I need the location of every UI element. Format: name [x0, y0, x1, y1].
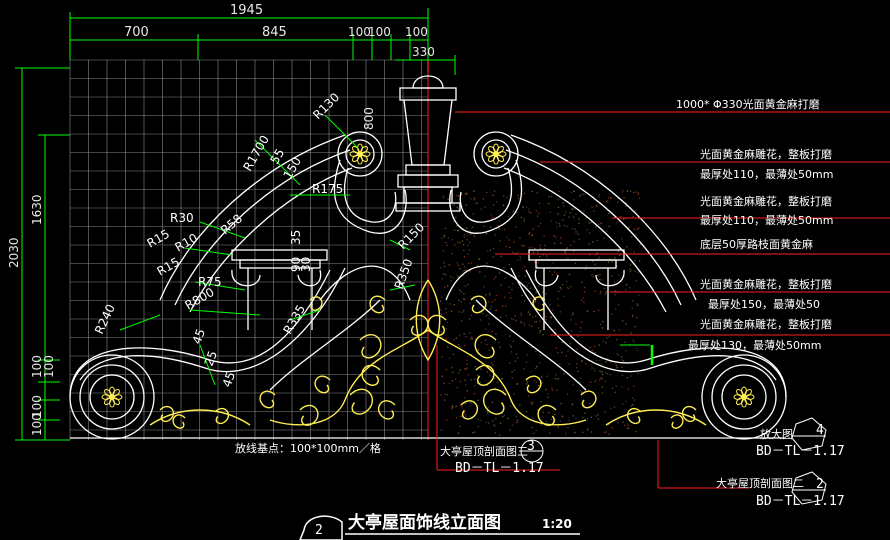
- callout-6: 底层50厚路枝面黄金麻: [700, 237, 813, 251]
- callout-3: 最厚处110，最薄处50mm: [700, 167, 833, 181]
- detail4-label: 放大图: [760, 427, 793, 441]
- acanthus-carving: [149, 279, 707, 429]
- dimension-lines: [15, 8, 650, 441]
- finial: [395, 60, 461, 212]
- dim-35: 35: [289, 230, 303, 245]
- rosette-2: [733, 386, 755, 408]
- dim-100-g: 100: [30, 413, 44, 436]
- callout-7: 光面黄金麻雕花，整板打磨: [700, 277, 832, 291]
- ornament-right-half: [428, 131, 787, 440]
- dim-100-a: 100: [348, 25, 371, 39]
- dim-845: 845: [262, 25, 287, 40]
- reference-leaders: [436, 345, 750, 489]
- section3-num: 3: [527, 439, 535, 454]
- callout-10: 最厚处130，最薄处50mm: [688, 338, 821, 352]
- callout-leaders: [455, 111, 890, 336]
- radius-r30: R30: [170, 211, 194, 225]
- callout-8: 最厚处150，最薄处50: [708, 297, 820, 311]
- rosette-4: [485, 143, 507, 165]
- dim-330: 330: [412, 45, 435, 59]
- detail4-code: BD－TL－1.17: [756, 444, 845, 459]
- drawing-title-block: 2 大亭屋面饰线立面图 1:20: [299, 512, 580, 540]
- dim-700: 700: [124, 25, 149, 40]
- dim-25: 25: [202, 349, 220, 368]
- dim-total-width: 1945: [230, 3, 263, 18]
- grid-note: 放线基点：100*100mm／格: [235, 441, 381, 455]
- dim-90: 90: [289, 257, 303, 272]
- title-number: 2: [315, 523, 323, 538]
- radius-55: 55: [267, 146, 287, 166]
- dim-45-b: 45: [220, 370, 238, 389]
- callout-9: 光面黄金麻雕花，整板打磨: [700, 317, 832, 331]
- dim-800: 800: [362, 107, 376, 130]
- callout-2: 光面黄金麻雕花，整板打磨: [700, 147, 832, 161]
- radius-r175: R175: [312, 182, 343, 196]
- dim-1630: 1630: [30, 194, 44, 225]
- detail4-num: 4: [816, 423, 824, 438]
- section3-code: BD－TL－1.17: [455, 461, 544, 476]
- drawing-scale: 1:20: [542, 517, 572, 531]
- dim-45-a: 45: [190, 327, 208, 346]
- callout-4: 光面黄金麻雕花，整板打磨: [700, 194, 832, 208]
- dim-2030: 2030: [7, 237, 21, 268]
- section2-label: 大亭屋顶剖面图二: [716, 476, 804, 490]
- dim-100-b: 100: [368, 25, 391, 39]
- dim-100-e: 100: [42, 355, 56, 378]
- section3-label: 大亭屋顶剖面图三: [440, 444, 528, 458]
- drawing-title: 大亭屋面饰线立面图: [348, 512, 501, 533]
- detail-ref-4: 放大图 4 BD－TL－1.17: [756, 417, 845, 459]
- callout-5: 最厚处110，最薄处50mm: [700, 213, 833, 227]
- radius-r75: R75: [198, 275, 222, 289]
- dim-100-f: 100: [30, 395, 44, 418]
- section2-code: BD－TL－1.17: [756, 494, 845, 509]
- section2-num: 2: [816, 477, 824, 492]
- dim-100-c: 100: [405, 25, 428, 39]
- rosette-1: [101, 386, 123, 408]
- dim-30: 30: [299, 257, 313, 272]
- section-ref-2: 大亭屋顶剖面图二 2 BD－TL－1.17: [716, 471, 845, 509]
- callout-1: 1000* Φ330光面黄金麻打磨: [676, 97, 820, 111]
- dim-100-d: 100: [30, 355, 44, 378]
- ornament-left-half: [69, 131, 428, 440]
- section-ref-3: 大亭屋顶剖面图三 3 BD－TL－1.17: [440, 439, 544, 476]
